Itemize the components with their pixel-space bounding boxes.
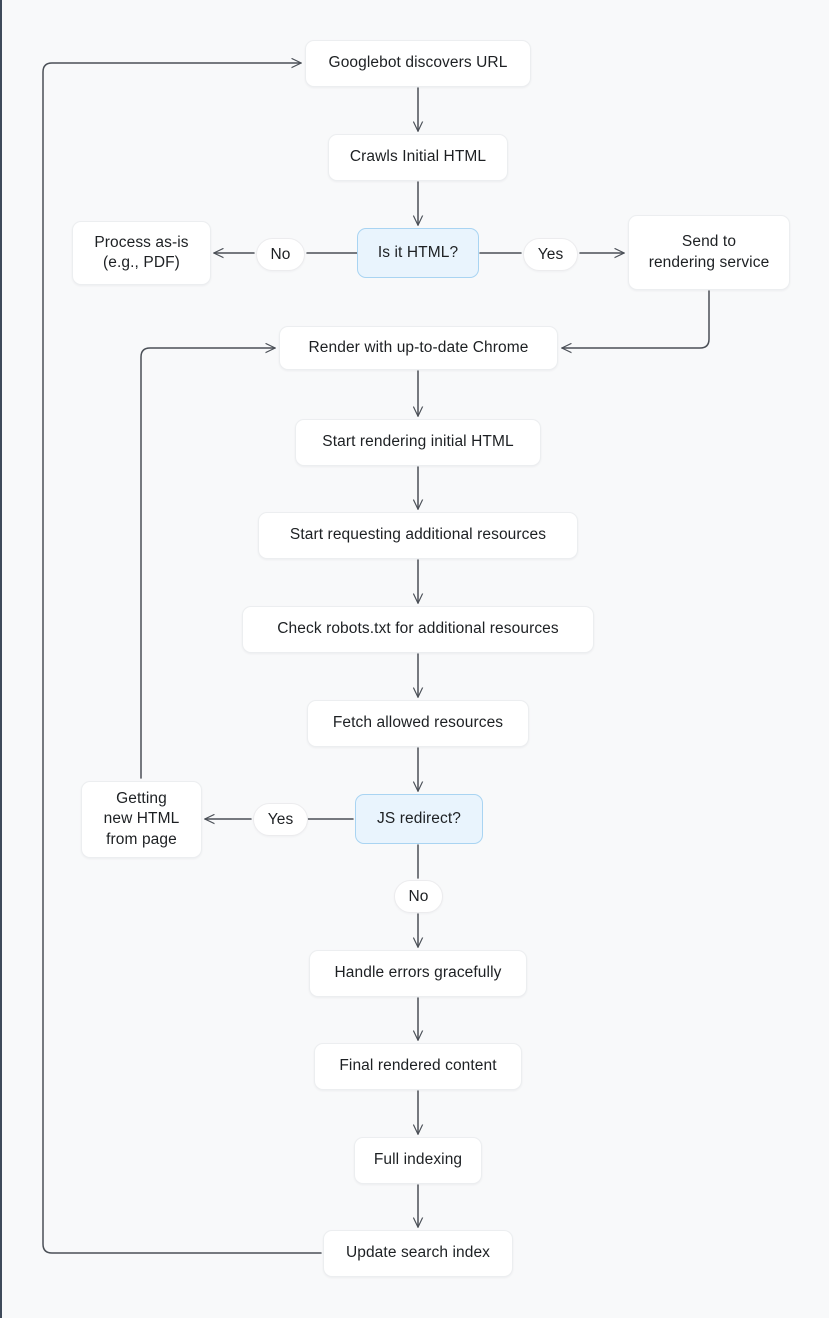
edge-label-no-js-redirect: No (394, 880, 443, 913)
edge-label-yes-js-redirect: Yes (253, 803, 308, 836)
node-check-robots-txt[interactable]: Check robots.txt for additional resource… (242, 606, 594, 653)
edge-label-no-is-html: No (256, 238, 305, 271)
node-crawls-initial-html[interactable]: Crawls Initial HTML (328, 134, 508, 181)
node-send-to-rendering-service[interactable]: Send to rendering service (628, 215, 790, 290)
node-update-search-index[interactable]: Update search index (323, 1230, 513, 1277)
node-getting-new-html-from-page[interactable]: Getting new HTML from page (81, 781, 202, 858)
node-googlebot-discovers-url[interactable]: Googlebot discovers URL (305, 40, 531, 87)
node-final-rendered-content[interactable]: Final rendered content (314, 1043, 522, 1090)
edge-label-yes-is-html: Yes (523, 238, 578, 271)
node-start-rendering-initial-html[interactable]: Start rendering initial HTML (295, 419, 541, 466)
node-js-redirect[interactable]: JS redirect? (355, 794, 483, 844)
edge-sendrender-renderchrome (562, 290, 710, 348)
edge-gettinghtml-renderchrome (140, 348, 275, 779)
node-render-with-chrome[interactable]: Render with up-to-date Chrome (279, 326, 558, 370)
node-process-as-is[interactable]: Process as-is (e.g., PDF) (72, 221, 211, 285)
node-handle-errors-gracefully[interactable]: Handle errors gracefully (309, 950, 527, 997)
node-full-indexing[interactable]: Full indexing (354, 1137, 482, 1184)
node-is-it-html[interactable]: Is it HTML? (357, 228, 479, 278)
node-start-requesting-additional-resources[interactable]: Start requesting additional resources (258, 512, 578, 559)
node-fetch-allowed-resources[interactable]: Fetch allowed resources (307, 700, 529, 747)
